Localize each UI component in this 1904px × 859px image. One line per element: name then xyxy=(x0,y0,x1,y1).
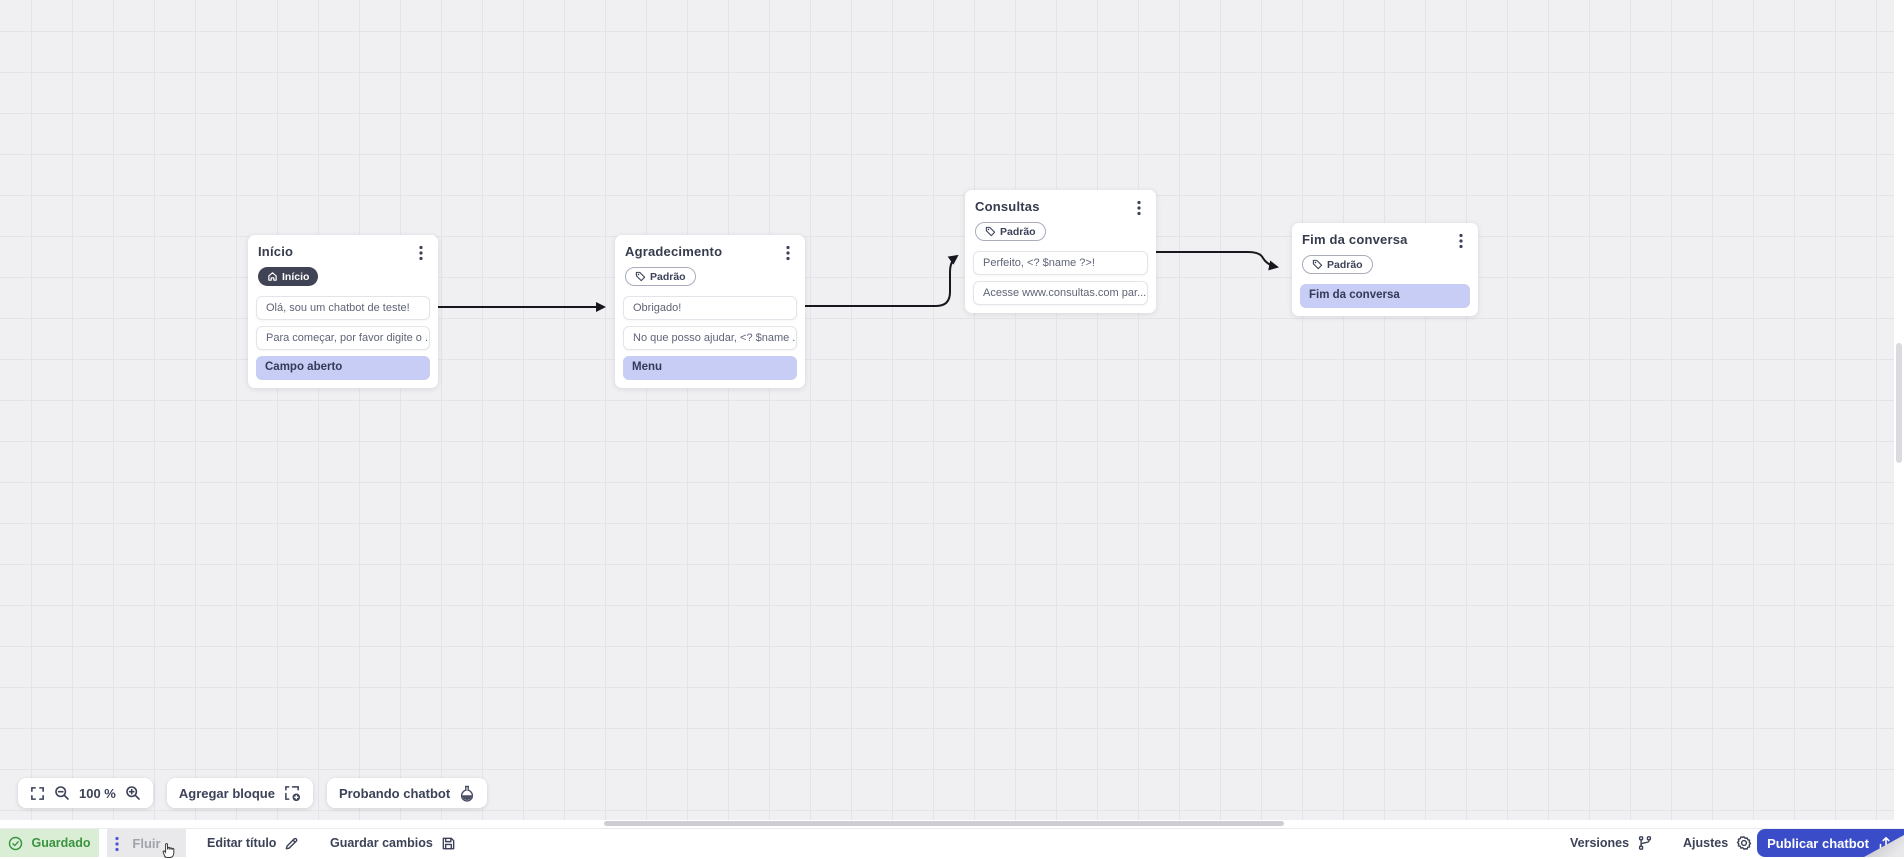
flow-more-options-icon[interactable] xyxy=(115,836,119,852)
message-block[interactable]: Perfeito, <? $name ?>! xyxy=(973,251,1148,275)
mouse-pointer-cursor xyxy=(162,843,175,858)
node-title: Fim da conversa xyxy=(1302,232,1408,247)
versions-button[interactable]: Versiones xyxy=(1570,829,1653,857)
tag-icon xyxy=(635,271,646,282)
edit-title-label: Editar título xyxy=(207,836,277,850)
zoom-level: 100 % xyxy=(79,785,116,801)
node-connections xyxy=(438,251,1279,312)
add-block-label: Agregar bloque xyxy=(178,785,275,801)
statusbar: Guardado Fluir Editar título Guardar cam… xyxy=(0,828,1904,857)
action-block[interactable]: Fim da conversa xyxy=(1300,284,1470,308)
message-block[interactable]: No que posso ajudar, <? $name ... xyxy=(623,326,797,350)
vertical-scrollbar-thumb[interactable] xyxy=(1896,343,1902,463)
node-badge: Padrão xyxy=(1302,255,1373,274)
action-block[interactable]: Campo aberto xyxy=(256,356,430,380)
node-badge-label: Padrão xyxy=(650,270,686,283)
publish-chatbot-label: Publicar chatbot xyxy=(1767,835,1869,851)
connection-arrow xyxy=(805,254,959,307)
tag-icon xyxy=(985,226,996,237)
check-circle-icon xyxy=(9,836,23,850)
saved-status-badge: Guardado xyxy=(0,829,99,857)
tag-icon xyxy=(1312,259,1323,270)
message-block[interactable]: Para começar, por favor digite o ... xyxy=(256,326,430,350)
saved-status-label: Guardado xyxy=(31,836,91,850)
gear-icon xyxy=(1736,836,1752,850)
pencil-icon xyxy=(286,837,298,849)
more-options-icon[interactable] xyxy=(781,245,795,261)
save-changes-button[interactable]: Guardar cambios xyxy=(330,829,456,857)
horizontal-scrollbar[interactable] xyxy=(0,820,1904,828)
edit-title-button[interactable]: Editar título xyxy=(207,829,299,857)
test-chatbot-button[interactable]: Probando chatbot xyxy=(326,778,488,808)
node-badge: Padrão xyxy=(975,222,1046,241)
node-inicio[interactable]: Início Início Olá, sou um chatbot de tes… xyxy=(248,235,438,388)
flow-canvas[interactable]: Início Início Olá, sou um chatbot de tes… xyxy=(0,0,1904,828)
action-block[interactable]: Menu xyxy=(623,356,797,380)
node-badge: Início xyxy=(258,267,319,286)
add-block-button[interactable]: Agregar bloque xyxy=(166,778,313,808)
fullscreen-icon[interactable] xyxy=(30,786,45,801)
node-badge-label: Padrão xyxy=(1327,258,1363,271)
node-badge-label: Início xyxy=(282,270,310,283)
message-block[interactable]: Olá, sou um chatbot de teste! xyxy=(256,296,430,320)
zoom-in-icon[interactable] xyxy=(125,785,141,801)
connection-arrow xyxy=(1156,251,1279,271)
node-badge: Padrão xyxy=(625,267,696,286)
message-block[interactable]: Acesse www.consultas.com par... xyxy=(973,281,1148,305)
node-badge-label: Padrão xyxy=(1000,225,1036,238)
more-options-icon[interactable] xyxy=(1132,200,1146,216)
more-options-icon[interactable] xyxy=(1454,233,1468,249)
node-title: Agradecimento xyxy=(625,244,723,259)
vertical-scrollbar[interactable] xyxy=(1894,0,1904,820)
canvas-controls: 100 % Agregar bloque Probando chatbot xyxy=(18,778,488,808)
flask-icon xyxy=(461,785,474,802)
node-title: Consultas xyxy=(975,199,1040,214)
branch-icon xyxy=(1638,836,1652,850)
horizontal-scrollbar-thumb[interactable] xyxy=(604,821,1284,826)
tab-flow[interactable]: Fluir xyxy=(107,829,186,857)
node-title: Início xyxy=(258,244,294,259)
zoom-controls: 100 % xyxy=(18,778,153,808)
zoom-out-icon[interactable] xyxy=(54,785,70,801)
node-consultas[interactable]: Consultas Padrão Perfeito, <? $name ?>! … xyxy=(965,190,1156,313)
node-fim-da-conversa[interactable]: Fim da conversa Padrão Fim da conversa xyxy=(1292,223,1478,316)
save-changes-label: Guardar cambios xyxy=(330,836,433,850)
more-options-icon[interactable] xyxy=(414,245,428,261)
tab-flow-label: Fluir xyxy=(132,835,161,851)
versions-label: Versiones xyxy=(1570,836,1630,850)
settings-label: Ajustes xyxy=(1683,836,1729,850)
add-block-icon xyxy=(285,785,301,801)
save-icon xyxy=(442,837,455,849)
node-agradecimento[interactable]: Agradecimento Padrão Obrigado! No que po… xyxy=(615,235,805,388)
test-chatbot-label: Probando chatbot xyxy=(338,785,451,801)
message-block[interactable]: Obrigado! xyxy=(623,296,797,320)
settings-button[interactable]: Ajustes xyxy=(1683,829,1752,857)
home-icon xyxy=(268,272,277,281)
